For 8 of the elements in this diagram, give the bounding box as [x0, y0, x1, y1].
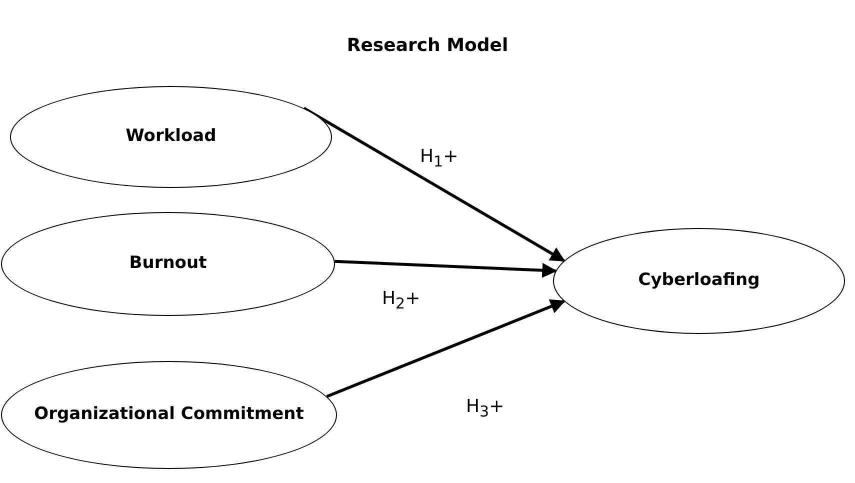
arrow [334, 260, 558, 278]
arrow [303, 106, 566, 262]
node-label: Workload [126, 126, 216, 148]
node-label: Cyberloafing [638, 270, 760, 292]
node-label: Organizational Commitment [34, 404, 304, 426]
node-label: Burnout [129, 253, 207, 275]
diagram-title: Research Model [346, 35, 510, 56]
arrow [326, 299, 566, 398]
